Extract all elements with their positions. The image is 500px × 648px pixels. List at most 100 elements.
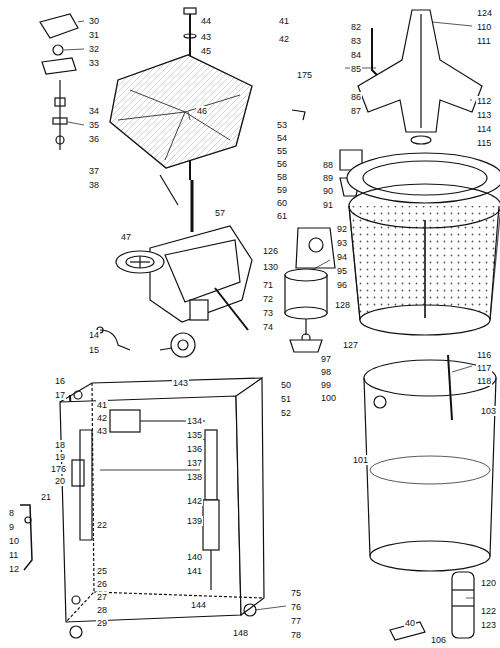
callout-number: 124 [476,8,493,18]
callout-number: 115 [476,138,492,148]
callout-number: 78 [290,630,302,640]
callout-number: 128 [334,300,351,310]
callout-number: 60 [276,198,288,208]
callout-number: 19 [54,452,66,462]
callout-number: 34 [88,106,100,116]
callout-number: 11 [8,550,19,560]
callout-number: 10 [8,536,20,546]
callout-number: 52 [280,408,292,418]
callout-number: 36 [88,134,100,144]
callout-number: 97 [320,354,332,364]
callout-number: 126 [262,246,279,256]
callout-number: 90 [322,186,334,196]
callout-number: 40 [404,618,416,628]
callout-number: 50 [280,380,292,390]
callout-number: 61 [276,211,288,221]
callout-number: 27 [96,592,108,602]
callout-number: 41 [278,16,290,26]
callout-number: 14 [88,330,100,340]
callout-number: 87 [350,106,362,116]
callout-number: 138 [186,472,203,482]
callout-number: 16 [54,376,66,386]
callout-number: 142 [186,496,203,506]
callout-number: 111 [476,36,492,46]
callout-number: 134 [186,416,203,426]
callout-number: 30 [88,16,100,26]
callout-number: 42 [278,34,290,44]
callout-number: 118 [476,376,492,386]
callout-number: 94 [336,252,348,262]
callout-number: 41 [96,400,108,410]
callout-number: 136 [186,444,203,454]
callout-number: 76 [290,602,302,612]
callout-number: 176 [50,464,67,474]
callout-number: 113 [476,110,492,120]
callout-number: 103 [480,406,497,416]
callout-number: 137 [186,458,203,468]
callout-number: 91 [322,200,334,210]
callout-number: 58 [276,172,288,182]
callout-number: 106 [430,635,447,645]
callout-number: 56 [276,159,288,169]
callout-number: 86 [350,92,362,102]
callout-number: 100 [320,393,337,403]
callout-number: 26 [96,579,108,589]
callout-number: 83 [350,36,362,46]
callout-number: 15 [88,345,100,355]
callout-number: 175 [296,70,313,80]
callout-number: 95 [336,266,348,276]
callout-number: 22 [96,520,108,530]
callout-number: 82 [350,22,362,32]
callout-number: 28 [96,605,108,615]
callout-number: 35 [88,120,100,130]
callout-number: 98 [320,367,332,377]
callout-number: 117 [476,363,492,373]
callout-number: 122 [480,606,497,616]
callout-number: 143 [172,378,189,388]
callout-number: 148 [232,628,249,638]
callout-number: 139 [186,516,203,526]
callout-number: 130 [262,262,279,272]
callout-number: 110 [476,22,492,32]
callout-number: 85 [350,64,362,74]
callout-number: 73 [262,308,274,318]
callout-number: 32 [88,44,100,54]
callout-number: 20 [54,476,66,486]
callout-number: 101 [352,455,369,465]
callout-number: 75 [290,588,302,598]
callout-number: 21 [40,492,52,502]
callout-number: 53 [276,120,288,130]
callout-number: 96 [336,280,348,290]
callout-number: 135 [186,430,203,440]
callout-number: 57 [214,208,226,218]
callout-number: 38 [88,180,100,190]
callout-number: 72 [262,294,274,304]
callout-number: 88 [322,160,334,170]
callout-number: 33 [88,58,100,68]
callout-number: 89 [322,173,334,183]
callout-number: 127 [342,340,359,350]
callout-number: 43 [96,426,108,436]
callout-number: 99 [320,380,332,390]
callout-number: 93 [336,238,348,248]
callout-number: 114 [476,124,492,134]
callout-number: 43 [200,32,212,42]
callout-number: 55 [276,146,288,156]
callout-number: 37 [88,166,100,176]
callout-number: 18 [54,440,66,450]
callout-number: 29 [96,618,108,628]
callout-number: 44 [200,16,212,26]
callout-number: 123 [480,620,497,630]
callout-number: 59 [276,185,288,195]
callout-number: 116 [476,350,492,360]
callout-number: 45 [200,46,212,56]
callout-number: 31 [88,30,100,40]
callout-number: 47 [120,232,132,242]
callout-number: 141 [186,566,203,576]
callout-number: 74 [262,322,274,332]
callout-number: 54 [276,133,288,143]
callout-number: 9 [8,522,15,532]
callout-number: 71 [262,280,274,290]
